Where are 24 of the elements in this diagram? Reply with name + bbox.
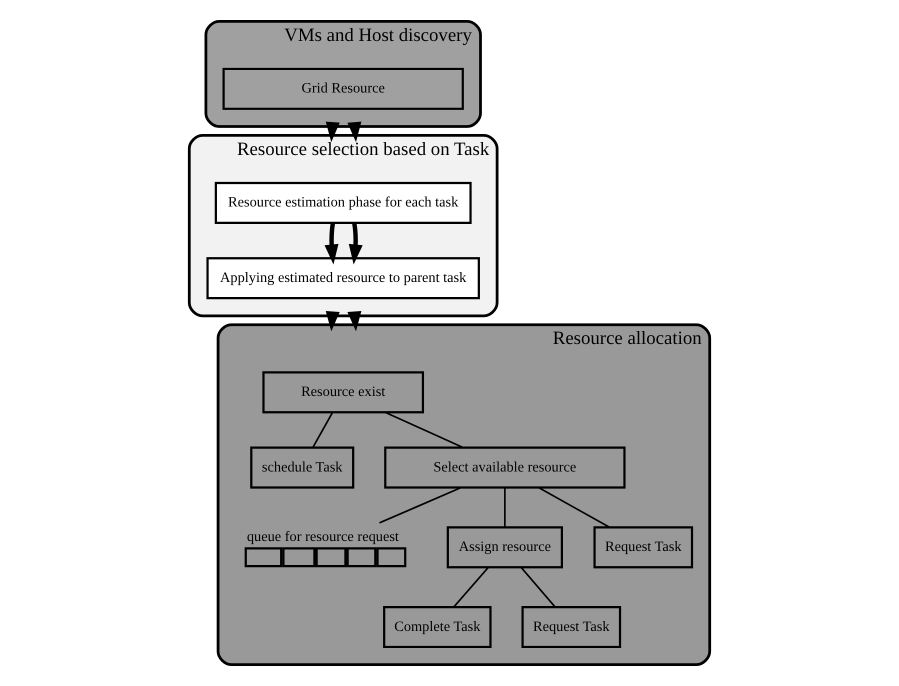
connector	[453, 567, 489, 608]
arrow	[324, 222, 338, 264]
arrow	[347, 122, 362, 142]
connector	[384, 412, 464, 448]
arrow	[326, 310, 340, 332]
arrow	[348, 222, 363, 264]
connector	[538, 486, 610, 528]
connector	[520, 567, 556, 608]
node-box: Resource estimation phase for each task	[214, 182, 472, 224]
connector	[312, 412, 334, 448]
arrow	[326, 122, 340, 142]
arrow	[347, 310, 362, 332]
node-label: queue for resource request	[246, 529, 399, 546]
node-box: Grid Resource	[222, 68, 464, 110]
node-box: Complete Task	[383, 606, 492, 648]
node-box: Assign resource	[446, 526, 563, 568]
node-box: Request Task	[593, 526, 694, 568]
node-box: Request Task	[521, 606, 622, 648]
connector	[504, 488, 506, 528]
connector	[379, 486, 462, 524]
node-box: Select available resource	[384, 446, 626, 489]
node-box: schedule Task	[250, 446, 354, 489]
node-box: Applying estimated resource to parent task	[206, 257, 480, 300]
node-box: Resource exist	[262, 371, 424, 414]
